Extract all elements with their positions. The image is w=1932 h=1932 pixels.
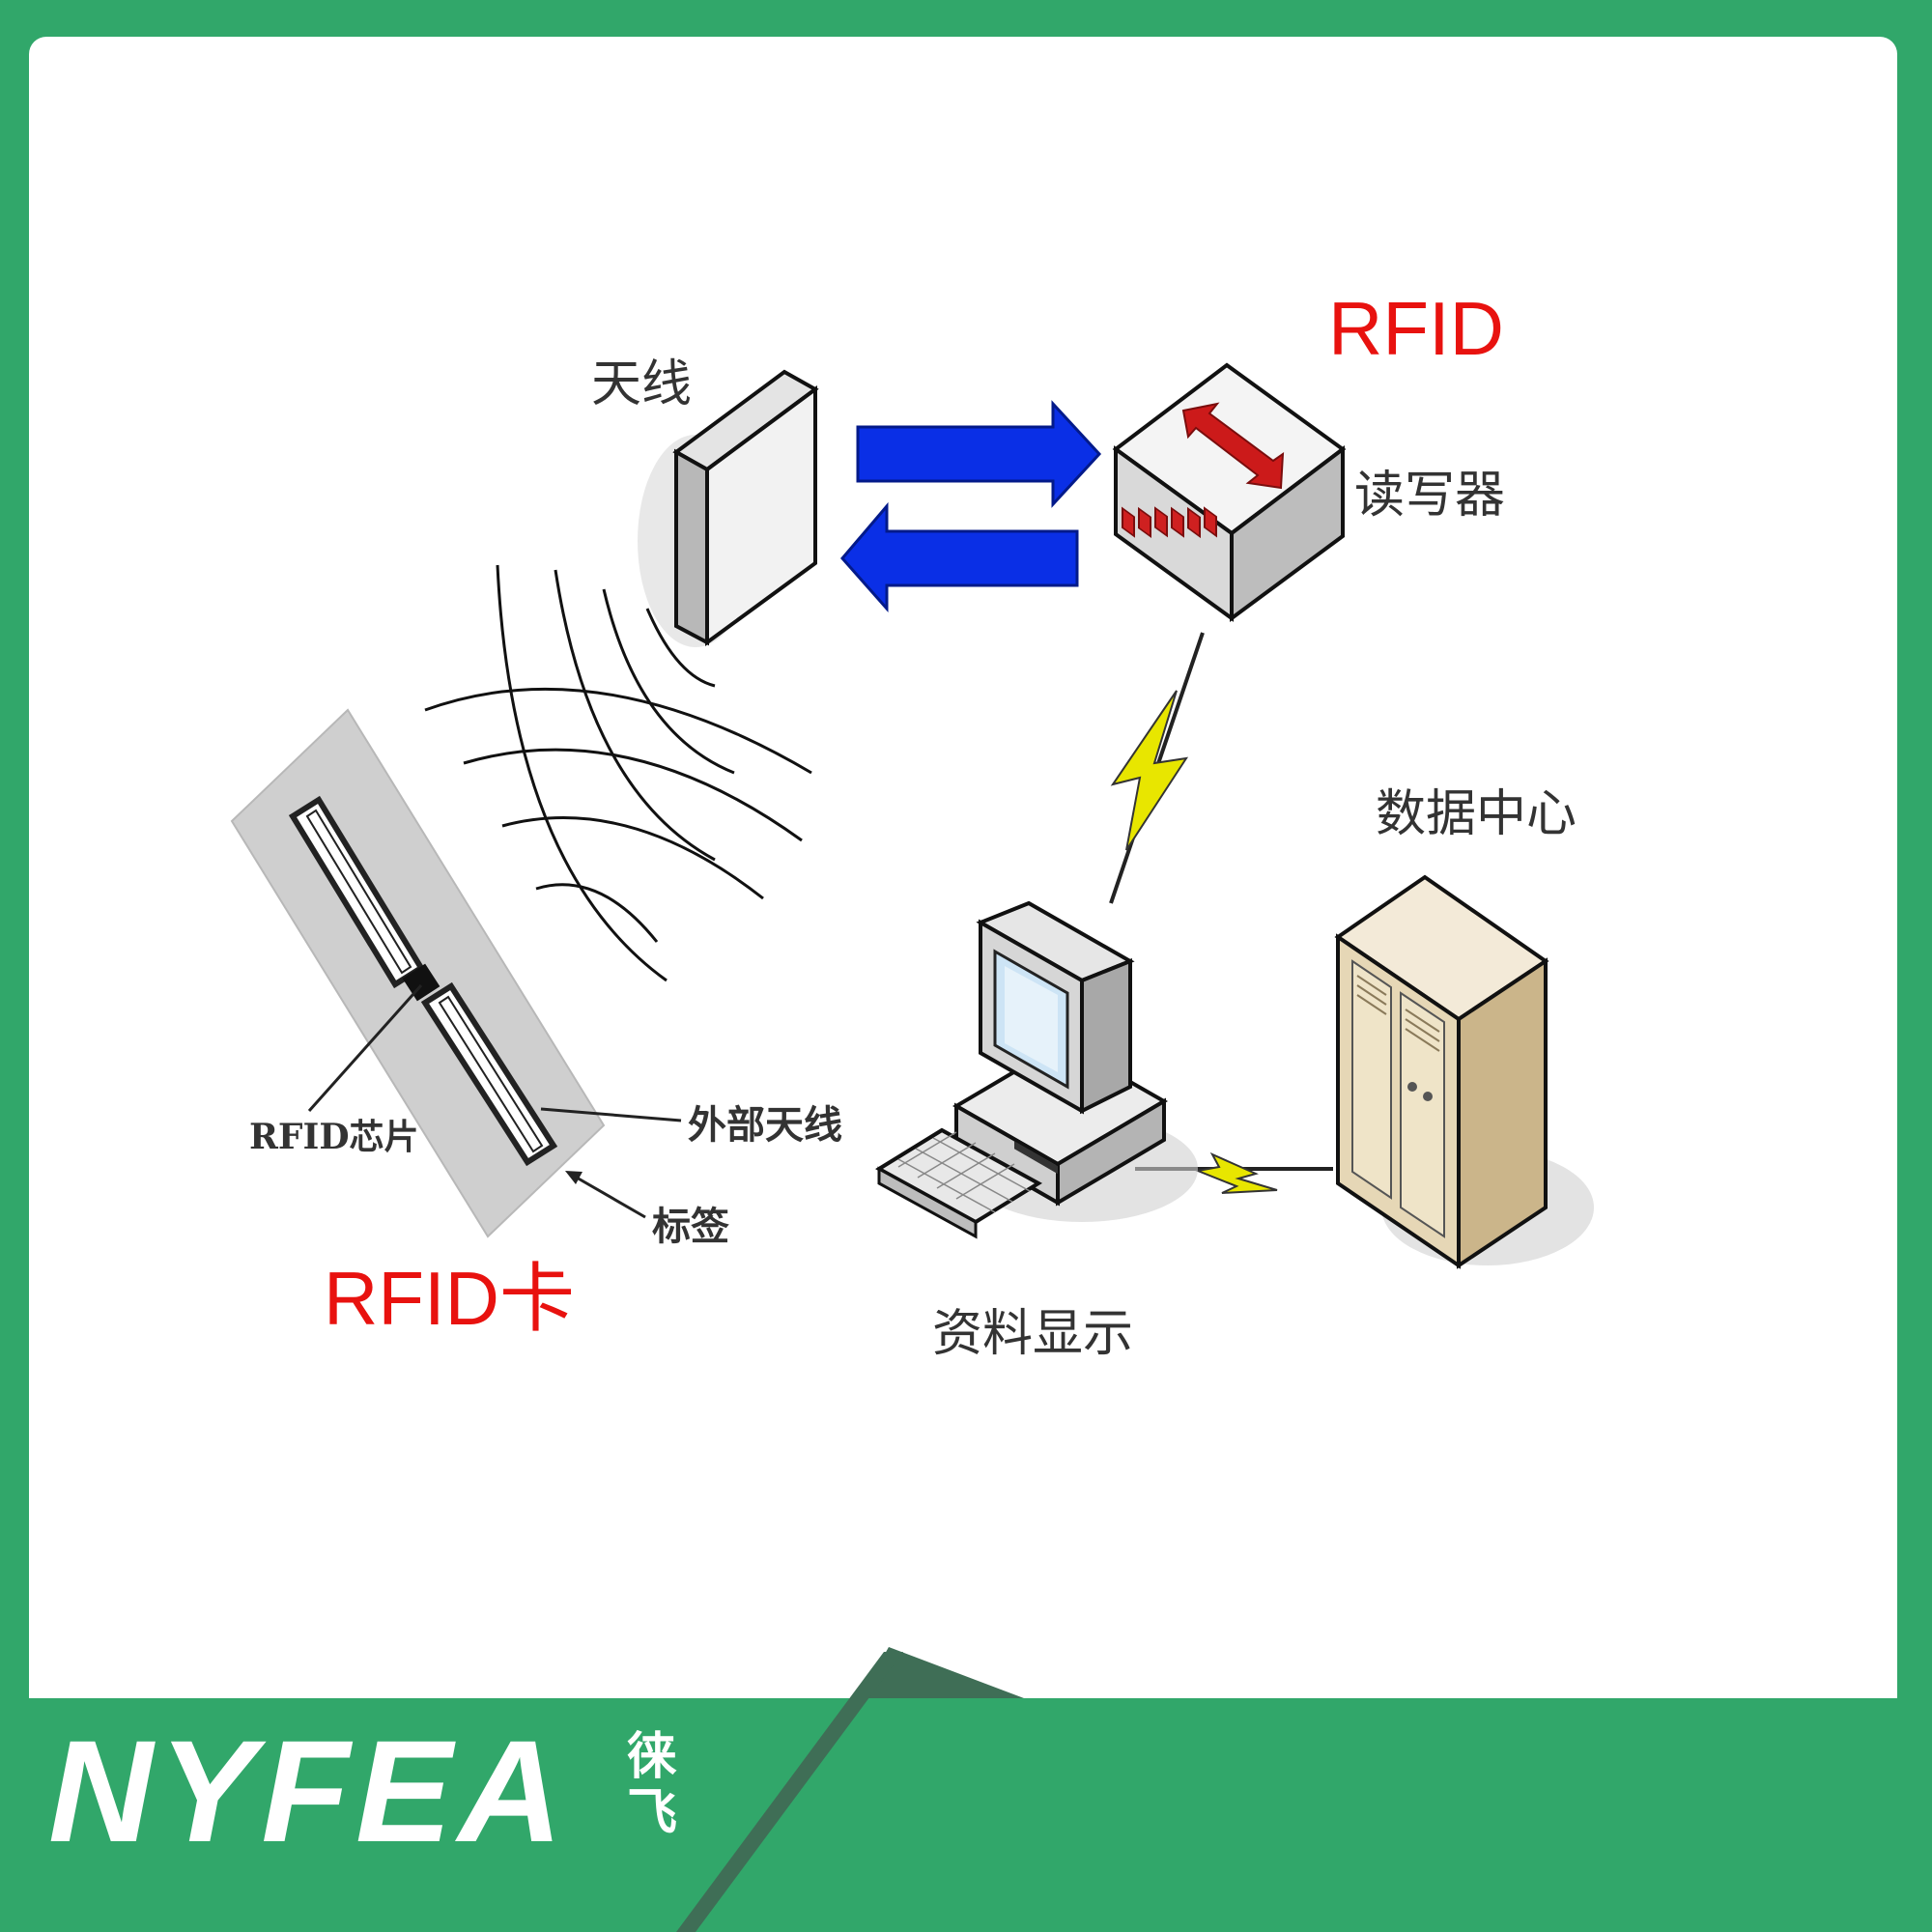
radio-wave-icon <box>424 564 812 982</box>
external-antenna-label: 外部天线 <box>688 1102 842 1148</box>
nyfea-logo-chinese: 徕 飞 <box>618 1729 686 1841</box>
banner-dark-stripe <box>860 1647 1024 1698</box>
nyfea-logo: NYFEA <box>48 1710 569 1872</box>
bidirectional-arrow-icon <box>1181 402 1285 490</box>
antenna-panel-icon <box>638 369 819 647</box>
tag-label: 标签 <box>652 1204 729 1249</box>
tag-leader-line <box>569 1172 646 1219</box>
server-tower-icon <box>1334 874 1594 1269</box>
logo-char-2: 飞 <box>626 1784 677 1842</box>
antenna-label: 天线 <box>591 355 693 413</box>
logo-char-1: 徕 <box>626 1728 677 1786</box>
banner-diagonal-line <box>676 1652 903 1932</box>
rfid-tag-card <box>230 708 682 1238</box>
computer-icon <box>952 900 1198 1222</box>
rfid-reader-icon <box>1112 362 1347 622</box>
rfid-chip-label: RFID芯片 <box>249 1117 419 1157</box>
reader-label: 读写器 <box>1354 467 1506 525</box>
keyboard-icon <box>875 1127 1042 1239</box>
data-flow-arrows <box>840 400 1102 612</box>
data-display-label: 资料显示 <box>932 1305 1134 1363</box>
data-center-label: 数据中心 <box>1376 785 1577 843</box>
arrow-left-icon <box>840 501 1079 612</box>
antenna-leader-line <box>540 1107 682 1122</box>
chip-leader-line <box>307 984 423 1112</box>
rfid-card-label: RFID卡 <box>324 1256 575 1341</box>
rfid-chip-icon <box>402 963 440 1002</box>
arrow-right-icon <box>856 400 1102 508</box>
rfid-reader-title: RFID <box>1328 286 1504 371</box>
